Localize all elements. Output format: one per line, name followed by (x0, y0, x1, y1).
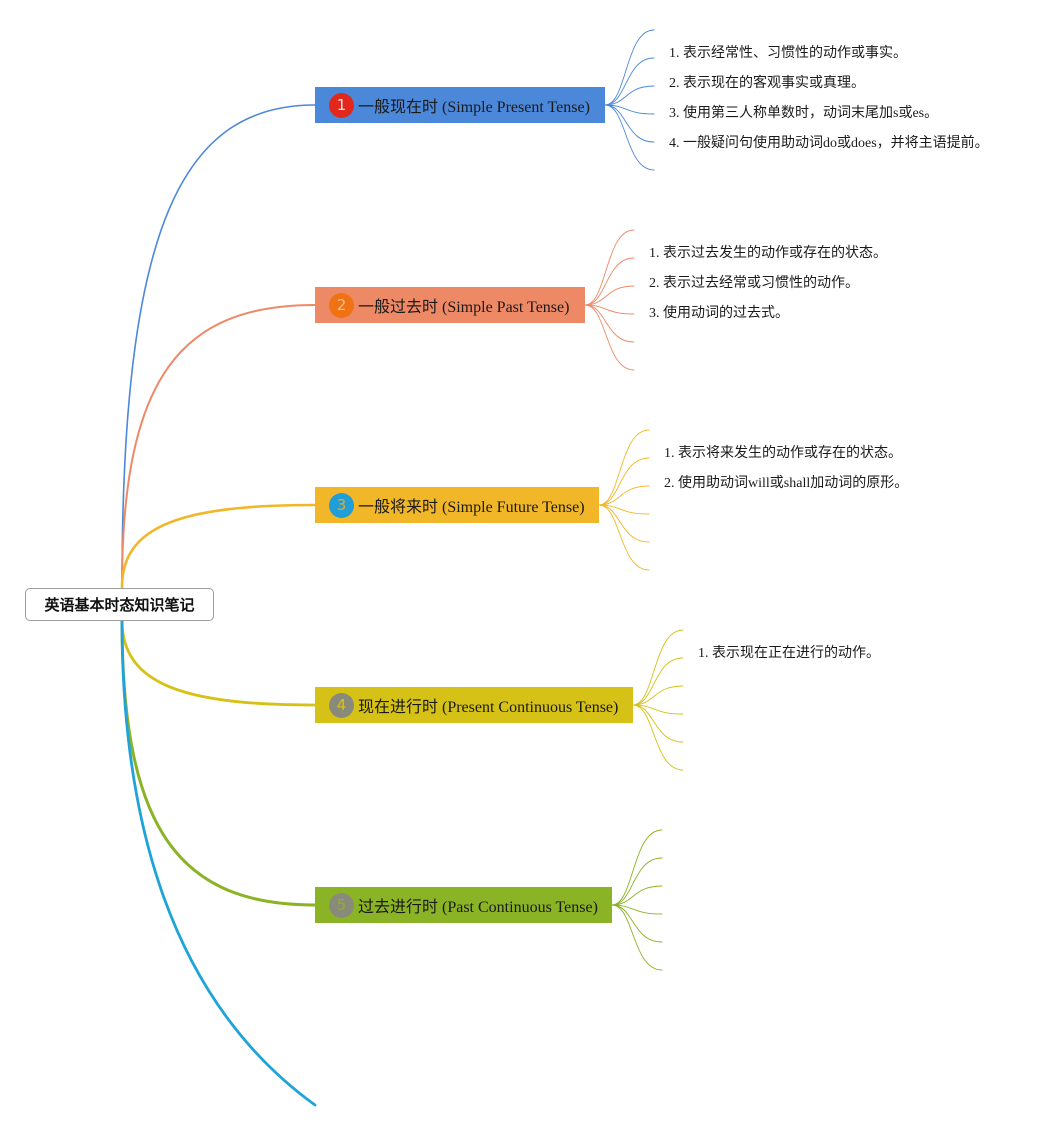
sub-branch (611, 904, 663, 971)
note-item[interactable]: 1. 表示现在正在进行的动作。 (698, 646, 880, 661)
sub-branch (632, 657, 684, 706)
number-1-badge-icon: 1 (329, 92, 354, 118)
sub-branch (632, 685, 684, 706)
topic-present-continuous[interactable]: 4 现在进行时 (Present Continuous Tense) (315, 687, 633, 723)
note-item[interactable]: 3. 使用动词的过去式。 (649, 306, 789, 321)
sub-branch (584, 257, 635, 306)
sub-branch (611, 904, 663, 943)
sub-branch (611, 857, 663, 906)
sub-branch (632, 704, 684, 743)
topic-simple-present[interactable]: 1 一般现在时 (Simple Present Tense) (315, 87, 605, 123)
root-branch (121, 304, 316, 588)
sub-branch (611, 829, 663, 906)
note-item[interactable]: 4. 一般疑问句使用助动词do或does，并将主语提前。 (669, 136, 989, 151)
sub-branch (598, 504, 650, 543)
sub-branch (584, 285, 635, 306)
root-branch (120, 618, 317, 907)
root-branch (120, 618, 317, 1107)
sub-branch (611, 885, 663, 906)
sub-branch (598, 457, 650, 506)
topic-label: 一般将来时 (Simple Future Tense) (358, 499, 585, 516)
number-3-badge-icon: 3 (329, 492, 354, 518)
note-item[interactable]: 1. 表示经常性、习惯性的动作或事实。 (669, 46, 907, 61)
topic-simple-past[interactable]: 2 一般过去时 (Simple Past Tense) (315, 287, 585, 323)
number-4-badge-icon: 4 (329, 692, 354, 718)
sub-branch (604, 57, 655, 106)
sub-branch (584, 304, 635, 371)
sub-branch (598, 504, 650, 571)
root-branch (120, 618, 317, 707)
sub-branch (598, 429, 650, 506)
topic-past-continuous[interactable]: 5 过去进行时 (Past Continuous Tense) (315, 887, 612, 923)
topic-simple-future[interactable]: 3 一般将来时 (Simple Future Tense) (315, 487, 599, 523)
topic-label: 现在进行时 (Present Continuous Tense) (358, 699, 619, 716)
note-item[interactable]: 1. 表示将来发生的动作或存在的状态。 (664, 446, 902, 461)
sub-branch (632, 704, 684, 771)
sub-branch (598, 485, 650, 506)
topic-label: 一般现在时 (Simple Present Tense) (358, 99, 590, 116)
note-item[interactable]: 2. 表示现在的客观事实或真理。 (669, 76, 865, 91)
number-2-badge-icon: 2 (329, 292, 354, 318)
sub-branch (604, 85, 655, 106)
sub-branch (604, 29, 655, 106)
root-topic-label: 英语基本时态知识笔记 (44, 596, 195, 614)
note-item[interactable]: 3. 使用第三人称单数时，动词末尾加s或es。 (669, 106, 939, 121)
sub-branch (584, 229, 635, 306)
topic-label: 一般过去时 (Simple Past Tense) (358, 299, 570, 316)
sub-branch (604, 104, 655, 143)
sub-branch (604, 104, 655, 171)
note-item[interactable]: 1. 表示过去发生的动作或存在的状态。 (649, 246, 887, 261)
topic-label: 过去进行时 (Past Continuous Tense) (358, 899, 598, 916)
root-branch (121, 104, 316, 588)
note-item[interactable]: 2. 使用助动词will或shall加动词的原形。 (664, 476, 909, 491)
root-topic[interactable]: 英语基本时态知识笔记 (25, 588, 214, 621)
number-5-badge-icon: 5 (329, 892, 354, 918)
sub-branch (584, 304, 635, 343)
root-branch (120, 503, 317, 589)
note-item[interactable]: 2. 表示过去经常或习惯性的动作。 (649, 276, 859, 291)
sub-branch (632, 629, 684, 706)
